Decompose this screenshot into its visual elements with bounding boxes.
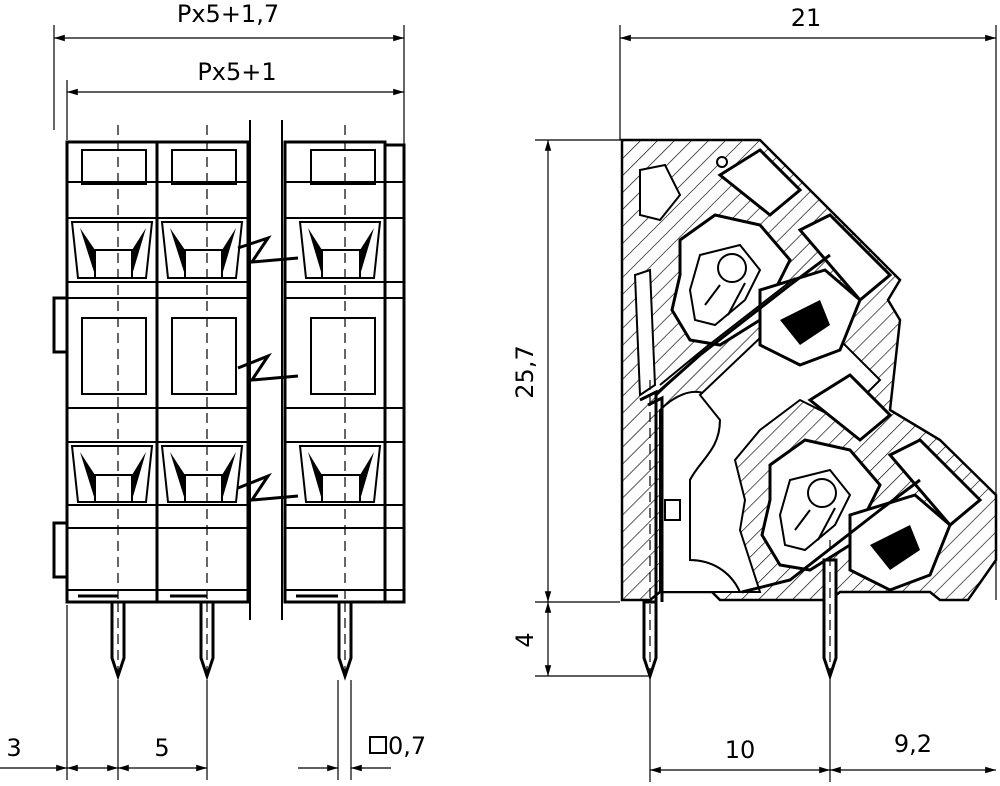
dim-pitch-label: 5	[154, 734, 169, 762]
dim-overall-label: Px5+1,7	[177, 0, 279, 28]
front-dimensions: Px5+1,7 Px5+1 3 5 0,7	[0, 0, 426, 780]
break-lines	[237, 120, 299, 620]
side-view: 21 25,7 4 10 9,2	[511, 4, 998, 782]
dim-right-offset-label: 9,2	[894, 730, 932, 758]
dim-pin-section-label: 0,7	[388, 732, 426, 760]
dim-left-offset-label: 3	[6, 734, 21, 762]
front-body-right	[283, 140, 406, 604]
side-pins	[639, 380, 838, 681]
front-pins	[110, 600, 353, 681]
front-view: Px5+1,7 Px5+1 3 5 0,7	[0, 0, 426, 780]
dim-pin-length-label: 4	[511, 632, 539, 647]
front-body-left	[52, 140, 250, 604]
dim-width-label: 21	[791, 4, 822, 32]
dim-height-label: 25,7	[511, 345, 539, 398]
dim-inner-label: Px5+1	[197, 58, 276, 86]
dim-pin-pitch-label: 10	[725, 736, 756, 764]
side-housing-section	[620, 138, 998, 602]
square-pin-icon	[369, 736, 387, 754]
